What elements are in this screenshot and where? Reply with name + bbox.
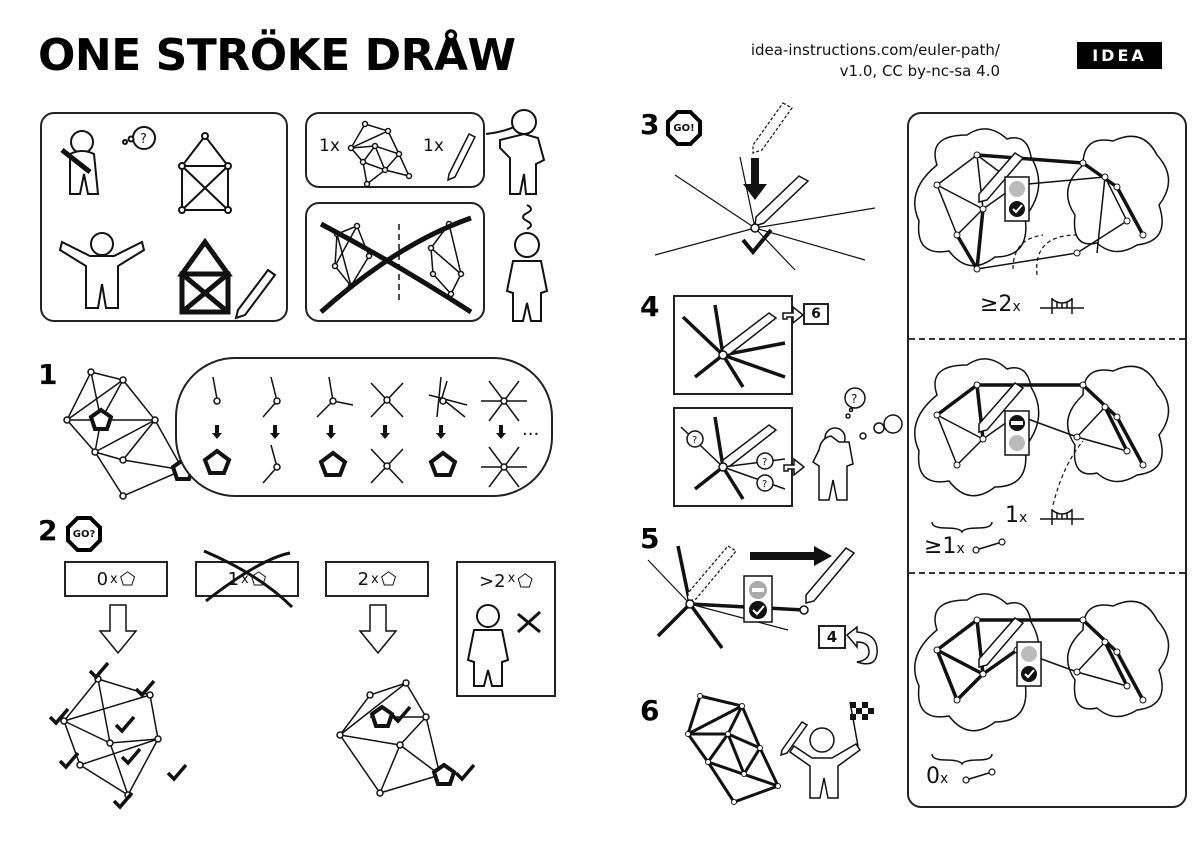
edge-count-label: ≥1x [924, 534, 965, 559]
svg-text:?: ? [851, 392, 857, 406]
bridge-count-label: 1x [1005, 503, 1028, 528]
pencil-icon [234, 268, 277, 320]
step-2-number: 2 [38, 514, 58, 547]
checkered-flag-icon [850, 702, 874, 720]
happy-person-icon [58, 232, 146, 309]
bridge-icon [1040, 298, 1084, 314]
euler-path-graph [336, 679, 476, 797]
step-3-number: 3 [640, 108, 660, 141]
svg-text:?: ? [140, 132, 147, 147]
undecided-edges-icon: ??? [680, 416, 786, 500]
goto-arrow-icon [782, 305, 805, 325]
drawn-house-icon [177, 237, 233, 315]
dizzy-person-icon [505, 204, 549, 322]
confused-person-icon: ? [812, 387, 903, 501]
step-3-start-illustration [654, 102, 876, 271]
goto-step-4-box[interactable]: 4 [818, 625, 846, 649]
pentagon-icon: ⬠ [517, 571, 533, 592]
sick-person-icon [466, 604, 542, 687]
case-1-cross-icon [203, 549, 294, 609]
go-badge: GO! [666, 110, 702, 146]
down-arrow-icon [358, 604, 398, 655]
graph-count: 1x [319, 136, 340, 156]
loop-back-arrow-icon [845, 625, 878, 665]
step-4-all-done-box [673, 295, 793, 395]
version-license: v1.0, CC by-nc-sa 4.0 [839, 62, 1000, 80]
supplies-panel: 1x 1x [305, 112, 485, 188]
finished-graph [685, 693, 781, 805]
go-question-badge: GO? [66, 516, 102, 552]
two-island-graph-1 [914, 128, 1170, 276]
degree-bubble: ... [175, 357, 553, 497]
goto-arrow-icon [783, 457, 806, 477]
step-1-number: 1 [38, 358, 58, 391]
svg-text:?: ? [762, 457, 767, 468]
pentagon-icon: ⬠ [119, 568, 136, 590]
two-island-graph-3 [914, 593, 1170, 732]
divider [909, 572, 1185, 574]
pencil-icon [447, 132, 477, 182]
step-5-move-illustration [647, 545, 856, 650]
house-graph-icon [178, 132, 232, 214]
edge-icon [962, 768, 996, 784]
bridge-count-label: ≥2x [980, 292, 1021, 317]
intro-left-illustration: ? [58, 126, 277, 320]
header-info: idea-instructions.com/euler-path/ v1.0, … [751, 40, 1000, 82]
presenting-person-icon [485, 109, 546, 195]
euler-circuit-graph [48, 661, 188, 810]
crossed-out-lifts-icon [319, 215, 473, 315]
pencil-count: 1x [423, 136, 444, 156]
pentagon-icon: ⬠ [380, 568, 397, 590]
step-4-choose-box: ??? [673, 407, 793, 507]
bridge-icon [1040, 509, 1084, 525]
divider [909, 338, 1185, 340]
graph-icon [347, 120, 413, 188]
edge-icon [972, 538, 1006, 554]
step-4-number: 4 [640, 290, 660, 323]
page-title: ONE STRÖKE DRÅW [38, 30, 516, 81]
source-url[interactable]: idea-instructions.com/euler-path/ [750, 41, 1000, 59]
svg-text:?: ? [692, 435, 697, 446]
burned-edges-icon [681, 304, 786, 388]
degree-examples [202, 376, 527, 488]
celebrating-person-icon [780, 701, 874, 799]
two-island-graph-2 [914, 358, 1170, 506]
no-lift-panel [305, 202, 485, 322]
step-6-number: 6 [640, 694, 660, 727]
brace-icon [931, 521, 993, 534]
down-arrow-icon [98, 604, 138, 655]
step-5-number: 5 [640, 522, 660, 555]
svg-text:?: ? [762, 479, 767, 490]
idea-logo: IDEA [1077, 42, 1162, 69]
thinking-person-icon: ? [60, 126, 156, 195]
brace-icon [931, 753, 993, 766]
edge-count-label: 0x [926, 764, 949, 789]
goto-step-6-box[interactable]: 6 [803, 303, 829, 325]
intro-panel-left: ? [40, 112, 288, 322]
more-ellipsis: ... [522, 419, 540, 440]
